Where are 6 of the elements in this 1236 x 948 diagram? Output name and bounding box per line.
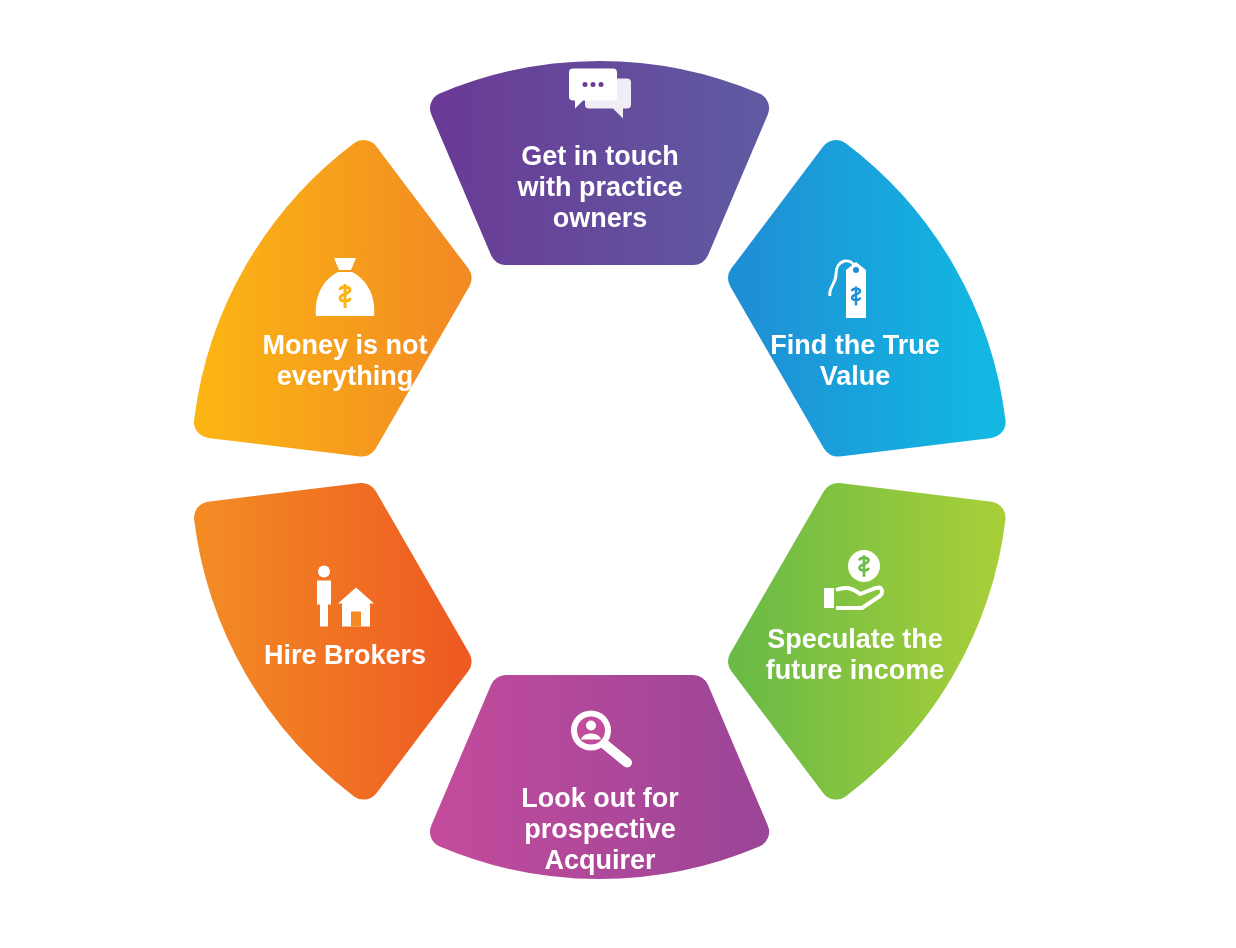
step-text: Find the True Value (769, 329, 941, 392)
step-text: Speculate the future income (764, 624, 946, 687)
step-text: Look out for prospective Acquirer (520, 783, 680, 876)
step-text: Money is not everything (261, 329, 429, 392)
step-text: Get in touch with practice owners (516, 140, 684, 233)
step-text: Hire Brokers (263, 639, 426, 671)
